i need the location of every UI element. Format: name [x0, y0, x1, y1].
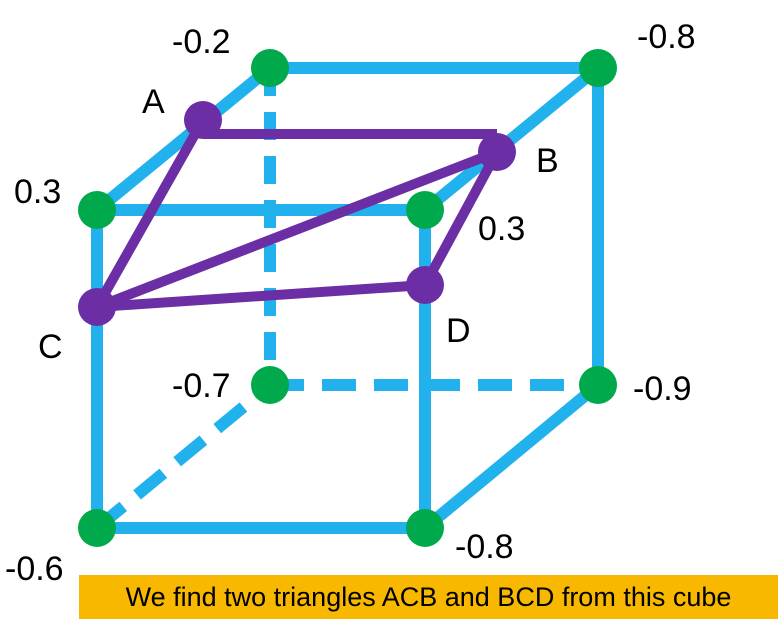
point-a	[184, 101, 222, 139]
vertex-back-bottom-right	[579, 366, 617, 404]
point-d	[406, 266, 444, 304]
vertex-front-bottom-right	[406, 509, 444, 547]
value-back-bottom-left: -0.7	[172, 367, 231, 405]
edge-connect-top-left	[93, 63, 274, 215]
edge-connect-top-right	[421, 63, 602, 215]
value-back-top-left: -0.2	[172, 23, 231, 61]
vertex-front-top-right	[406, 191, 444, 229]
point-b	[478, 133, 516, 171]
value-front-bottom-left: -0.6	[5, 550, 64, 588]
segment-c-b	[95, 147, 499, 312]
value-back-bottom-right: -0.9	[633, 370, 692, 408]
label-d: D	[446, 312, 471, 350]
triangles	[92, 117, 502, 312]
point-c	[78, 288, 116, 326]
segment-a-c	[92, 117, 208, 310]
vertex-back-top-right	[579, 49, 617, 87]
point-labels: A B C D	[38, 83, 559, 366]
vertex-back-bottom-left	[251, 366, 289, 404]
segment-c-d	[96, 280, 426, 312]
label-b: B	[536, 142, 559, 180]
edge-connect-bottom-right	[421, 380, 602, 533]
value-front-bottom-right: -0.8	[455, 528, 514, 566]
segment-b-d	[420, 149, 502, 288]
caption-banner: We find two triangles ACB and BCD from t…	[79, 575, 778, 619]
triangle-points	[78, 101, 516, 326]
label-c: C	[38, 328, 63, 366]
cube-edges	[91, 62, 604, 534]
value-back-top-right: -0.8	[637, 18, 696, 56]
vertex-front-top-left	[78, 191, 116, 229]
vertex-value-labels: -0.2 -0.8 0.3 0.3 -0.7 -0.9 -0.6 -0.8	[5, 18, 696, 588]
vertex-back-top-left	[251, 49, 289, 87]
edge-connect-bottom-left-hidden	[93, 380, 274, 533]
vertex-front-bottom-left	[78, 509, 116, 547]
cube-vertices	[78, 49, 617, 547]
value-front-top-right: 0.3	[478, 210, 525, 248]
value-front-top-left: 0.3	[14, 173, 61, 211]
label-a: A	[142, 83, 165, 121]
